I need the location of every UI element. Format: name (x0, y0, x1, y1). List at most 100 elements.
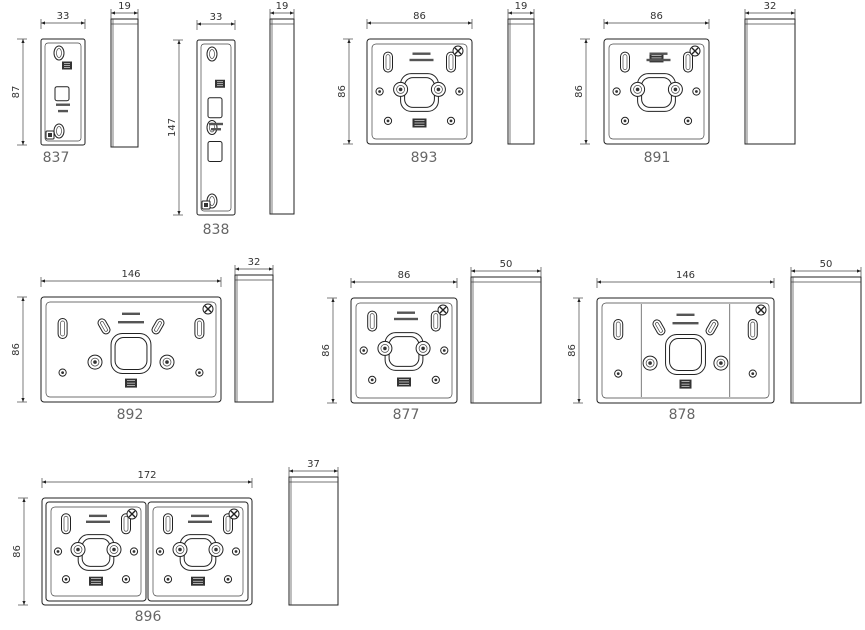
slot-hole (747, 319, 758, 340)
mounting-hole-center (234, 550, 238, 553)
screw-hole-center (383, 346, 387, 351)
mounting-hole-center (623, 119, 627, 123)
slot-hole (206, 120, 218, 135)
side-profile (110, 18, 139, 148)
model-number-label: 892 (117, 407, 144, 423)
mounting-hole-center (132, 550, 136, 553)
model-number-label: 877 (393, 407, 420, 423)
screw-hole-center (165, 360, 169, 364)
model-number-label: 891 (644, 150, 671, 166)
mounting-hole-center (158, 550, 162, 553)
cable-knockout-inner (404, 77, 435, 108)
earth-screw-slot (230, 510, 238, 518)
slot-hole-inner (123, 515, 129, 532)
mounting-hole-center (386, 119, 390, 123)
screw-hole-center (214, 547, 218, 552)
width-dimension-label: 172 (137, 470, 156, 481)
width-dimension-label: 146 (676, 270, 695, 281)
slot-hole-inner (655, 322, 663, 333)
earth-screw-slot (691, 47, 699, 55)
width-dimension-label: 32 (764, 1, 777, 12)
box-inner-wall (45, 301, 217, 398)
mounting-hole-center (198, 371, 201, 374)
slot-hole (97, 318, 111, 335)
height-dimension-label: 87 (11, 86, 22, 99)
cable-knockout-inner (81, 538, 111, 567)
height-dimension-label: 86 (12, 545, 23, 558)
slot-hole-inner (56, 126, 62, 136)
mounting-hole-center (378, 90, 381, 93)
slot-hole-inner (615, 321, 621, 338)
mounting-hole-center (124, 577, 128, 581)
slot-hole (163, 513, 173, 535)
box-inner-wall (601, 302, 770, 399)
earth-screw-slot (757, 306, 765, 314)
slot-hole-inner (685, 54, 691, 70)
slot-hole (151, 318, 165, 335)
embossed-text (122, 312, 140, 315)
slot-hole-inner (165, 515, 171, 532)
slot-hole (683, 51, 693, 73)
cable-knockout-inner (114, 337, 148, 370)
slot-hole-inner (750, 321, 756, 338)
width-dimension-label: 37 (307, 459, 320, 470)
height-dimension-label: 86 (574, 85, 585, 98)
mounting-hole-center (226, 577, 230, 581)
slot-hole (613, 319, 624, 340)
box-inner-wall (152, 506, 244, 597)
width-dimension-label: 146 (121, 269, 140, 280)
mounting-hole-center (64, 577, 68, 581)
slot-hole-inner (225, 515, 231, 532)
box-inner-wall (371, 43, 468, 140)
slot-hole (53, 123, 65, 139)
slot-hole (620, 51, 630, 73)
earth-screw-slot (439, 306, 447, 314)
side-profile (269, 18, 295, 215)
screw-hole (434, 85, 443, 94)
screw-hole (211, 545, 221, 554)
cable-knockout-inner (641, 77, 672, 108)
cable-knockout-inner (669, 338, 702, 371)
entry-knockout (207, 141, 223, 162)
screw-hole-center (421, 346, 425, 351)
height-dimension-label: 86 (11, 343, 22, 356)
earth-tag-center (48, 133, 52, 137)
width-dimension-label: 50 (500, 259, 513, 270)
screw-hole-center (178, 547, 182, 552)
embossed-text (118, 321, 144, 324)
screw-hole-center (93, 360, 97, 364)
mounting-hole-center (56, 550, 60, 553)
mounting-hole-center (686, 119, 690, 123)
slot-hole (652, 319, 666, 336)
side-profile (288, 476, 339, 606)
product-892: 146 86 32 892 (11, 257, 274, 423)
mounting-hole-center (751, 372, 755, 375)
slot-hole-inner (197, 320, 202, 337)
slot-hole (61, 513, 71, 535)
slot-hole-inner (433, 313, 439, 329)
box-inner-wall (355, 302, 453, 399)
screw-hole (162, 357, 172, 367)
width-dimension-label: 19 (276, 1, 289, 12)
width-dimension-label: 32 (248, 257, 261, 268)
earth-tag-center (204, 203, 208, 207)
width-dimension-label: 86 (413, 11, 426, 22)
box-inner-wall (44, 42, 82, 142)
embossed-text (211, 128, 221, 131)
mounting-hole-center (370, 378, 374, 382)
slot-hole-inner (100, 321, 108, 332)
height-dimension-label: 86 (337, 85, 348, 98)
screw-hole-center (76, 547, 80, 552)
screw-hole-center (673, 87, 678, 92)
width-dimension-label: 19 (118, 1, 131, 12)
box-inner-wall (200, 43, 232, 212)
mounting-hole-center (61, 371, 64, 374)
side-profile (234, 274, 274, 403)
side-profile (507, 18, 535, 145)
slot-hole-inner (154, 321, 162, 332)
slot-hole (57, 318, 68, 339)
